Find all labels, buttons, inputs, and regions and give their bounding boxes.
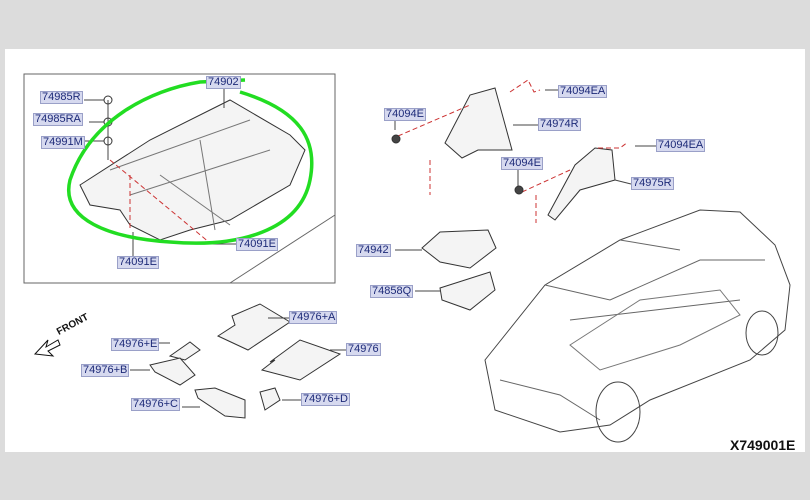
fastener-lines [109,159,211,244]
part-label-74976C[interactable]: 74976+C [131,398,180,411]
panel-74975R [547,147,616,221]
floor-insulator [79,99,306,241]
part-label-74975R[interactable]: 74975R [631,177,674,190]
part-label-74985RA[interactable]: 74985RA [33,113,83,126]
vehicle-wheel [595,381,641,443]
piece-74976B [149,357,196,386]
grommet-icon [391,134,401,144]
part-label-74976[interactable]: 74976 [346,343,381,356]
part-label-74094EA[interactable]: 74094EA [656,139,706,152]
part-label-74991M[interactable]: 74991M [41,136,85,149]
grommet-icon [103,95,113,105]
clip-icon [103,136,113,146]
mat-74976A [216,303,291,351]
part-label-74091E[interactable]: 74091E [236,238,278,251]
part-label-74094E[interactable]: 74094E [384,108,426,121]
part-label-74942[interactable]: 74942 [356,244,391,257]
vehicle-outline [484,209,791,433]
part-label-74976E[interactable]: 74976+E [111,338,160,351]
part-label-74858Q[interactable]: 74858Q [370,285,414,298]
part-label-74094EA[interactable]: 74094EA [558,85,608,98]
part-label-74976B[interactable]: 74976+B [81,364,130,377]
floor-insulator-detail [109,119,271,231]
front-arrow-icon [33,339,61,357]
piece-74976D [259,387,281,411]
mat-74976 [260,339,342,381]
panel-74974R [444,87,513,159]
vehicle-details [499,239,765,421]
piece-74976C [194,387,246,419]
part-label-74094E[interactable]: 74094E [501,157,543,170]
part-label-74091E[interactable]: 74091E [117,256,159,269]
inset-box [23,73,336,284]
part-74942 [421,229,497,269]
piece-74976E [168,341,201,361]
part-label-74976A[interactable]: 74976+A [289,311,338,324]
highlight-circle [66,78,314,245]
part-label-74902[interactable]: 74902 [206,76,241,89]
part-label-74985R[interactable]: 74985R [40,91,83,104]
inset-diagonal [229,214,336,284]
drawing-code: X749001E [730,437,796,453]
grommet-icon [514,185,524,195]
vehicle-floor-parts [569,289,741,371]
part-74858Q [439,271,496,311]
vehicle-wheel [745,310,779,356]
part-label-74976D[interactable]: 74976+D [301,393,350,406]
part-label-74974R[interactable]: 74974R [538,118,581,131]
